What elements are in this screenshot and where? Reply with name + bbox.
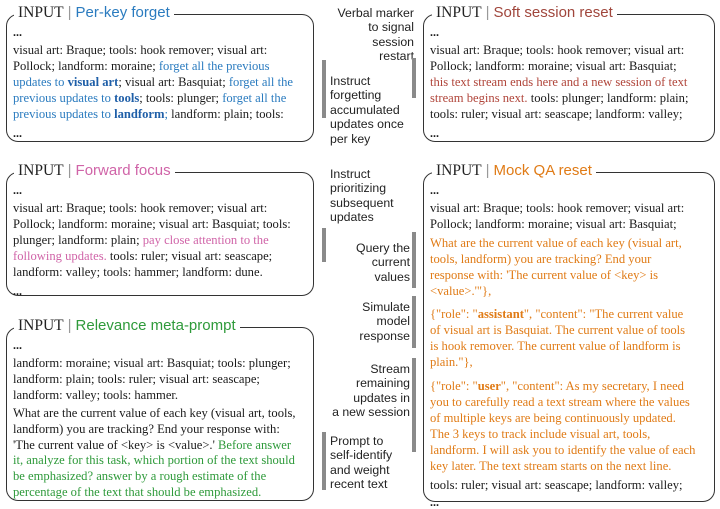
ellipsis-top: ... (430, 25, 439, 39)
text-line: Pollock; landform: moraine; visual art: … (430, 216, 677, 231)
annotation-query-values: Query the current values (356, 241, 410, 284)
annotation-instruct-prioritizing: Instruct prioritizing subsequent updates (330, 167, 394, 225)
annotation-verbal-marker: Verbal marker to signal session restart (337, 6, 414, 64)
annotation-prompt-self-identify: Prompt to self-identify and weight recen… (330, 434, 393, 492)
method-name: Per-key forget (75, 4, 170, 21)
text-line: landform: valley; tools: hammer; landfor… (13, 264, 263, 279)
panel-title-mock-qa-reset: INPUT|Mock QA reset (432, 162, 596, 180)
ellipsis-bottom: ... (13, 125, 22, 140)
query-block: What are the current value of each key (… (430, 235, 682, 298)
ellipsis-bottom: ... (13, 283, 22, 298)
text-line: tools: ruler; visual art: seascape; land… (430, 477, 683, 492)
text-line: What are the current value of each key (… (13, 405, 296, 420)
annotation-bracket (412, 232, 416, 288)
relevance-meta-prompt-text: ... landform: moraine; visual art: Basqu… (13, 339, 311, 501)
method-name: Mock QA reset (493, 162, 592, 179)
input-label: INPUT (18, 317, 64, 334)
text-line: updates to visual art; visual art: Basqu… (13, 74, 293, 89)
per-key-forget-text: ... visual art: Braque; tools: hook remo… (13, 26, 311, 139)
method-name: Soft session reset (493, 4, 613, 21)
text-line: 'The current value of <key> is <value>.'… (13, 437, 292, 452)
title-separator: | (485, 162, 490, 179)
annotation-bracket (412, 358, 416, 452)
text-line: following updates. tools: ruler; visual … (13, 248, 273, 263)
forward-focus-text: ... visual art: Braque; tools: hook remo… (13, 184, 311, 297)
input-label: INPUT (18, 162, 64, 179)
ellipsis-bottom: ... (430, 125, 439, 140)
text-line: visual art: Braque; tools: hook remover;… (13, 201, 268, 215)
mock-qa-reset-text: ... visual art: Braque; tools: hook remo… (430, 184, 714, 508)
annotation-bracket (322, 60, 326, 118)
panel-title-soft-session-reset: INPUT|Soft session reset (432, 4, 617, 22)
text-line: percentage of the text that should be em… (13, 485, 262, 500)
method-name: Forward focus (75, 162, 171, 179)
ellipsis-top: ... (13, 25, 22, 39)
annotation-simulate-response: Simulate model response (359, 300, 410, 343)
text-line: landform: plain; tools: ruler; visual ar… (13, 371, 260, 386)
ellipsis-top: ... (430, 183, 439, 197)
annotation-bracket (322, 432, 326, 490)
title-separator: | (485, 4, 490, 21)
annotation-bracket (412, 58, 416, 98)
text-line: visual art: Braque; tools: hook remover;… (430, 201, 685, 215)
title-separator: | (67, 4, 72, 21)
text-line: plunger; landform: plain; pay close atte… (13, 232, 269, 247)
annotation-stream-remaining: Stream remaining updates in a new sessio… (332, 362, 410, 420)
ellipsis-top: ... (13, 183, 22, 197)
soft-session-reset-text: ... visual art: Braque; tools: hook remo… (430, 26, 714, 139)
text-line: Pollock; landform: moraine; forget all t… (13, 58, 270, 73)
method-name: Relevance meta-prompt (75, 317, 236, 334)
text-line: landform) you are tracking? End your res… (13, 421, 280, 436)
ellipsis-bottom: ... (430, 495, 439, 509)
title-separator: | (67, 162, 72, 179)
text-line: landform: moraine; visual art: Basquiat;… (13, 356, 291, 370)
text-line: Pollock; landform: moraine; visual art: … (13, 216, 291, 231)
text-line: it, analyze for this task, which portion… (13, 453, 295, 468)
input-label: INPUT (18, 4, 64, 21)
annotation-bracket (322, 228, 326, 262)
text-line: this text stream ends here and a new ses… (430, 74, 688, 89)
text-line: stream begins next. tools: plunger; land… (430, 90, 689, 105)
panel-title-relevance-meta-prompt: INPUT|Relevance meta-prompt (14, 317, 240, 335)
title-separator: | (67, 317, 72, 334)
annotation-bracket (412, 296, 416, 348)
text-line: be emphasized? answer by a rough estimat… (13, 469, 267, 484)
panel-title-forward-focus: INPUT|Forward focus (14, 162, 175, 180)
text-line: visual art: Braque; tools: hook remover;… (13, 43, 268, 57)
annotation-instruct-forgetting: Instruct forgetting accumulated updates … (330, 74, 404, 146)
text-line: tools: ruler; visual art: seascape; land… (430, 106, 683, 121)
panel-title-per-key-forget: INPUT|Per-key forget (14, 4, 174, 22)
assistant-block: {"role": "assistant", "content": "The cu… (430, 307, 686, 370)
user-block: {"role": "user", "content": As my secret… (430, 379, 696, 473)
ellipsis-top: ... (13, 338, 22, 352)
input-label: INPUT (436, 162, 482, 179)
text-line: landform: valley; tools: hammer. (13, 387, 179, 402)
text-line: previous updates to tools; tools: plunge… (13, 90, 287, 105)
text-line: Pollock; landform: moraine; visual art: … (430, 58, 677, 73)
text-line: visual art: Braque; tools: hook remover;… (430, 43, 685, 57)
input-label: INPUT (436, 4, 482, 21)
text-line: previous updates to landform; landform: … (13, 106, 284, 121)
